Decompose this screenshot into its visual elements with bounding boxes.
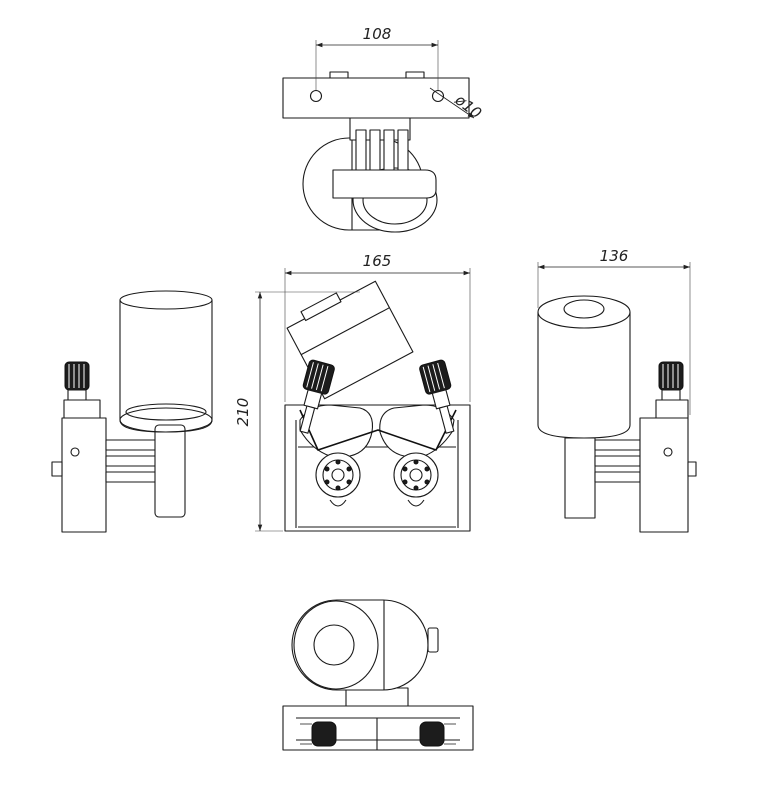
feed-roller-right xyxy=(393,452,439,507)
feed-roller-left xyxy=(315,452,361,507)
tension-knob-left xyxy=(299,359,335,434)
clamp-arm-left xyxy=(154,424,186,518)
dim-label-210: 210 xyxy=(234,398,252,427)
bottom-view xyxy=(282,599,474,751)
clamp-arm-right xyxy=(564,437,596,519)
knob-end-right xyxy=(419,721,445,747)
mount-hole-right xyxy=(431,89,445,103)
pressure-link xyxy=(299,409,457,451)
mount-hole-left xyxy=(309,89,323,103)
side-plate-left xyxy=(61,417,107,533)
dim-label-165: 165 xyxy=(363,252,392,270)
tilted-motor xyxy=(286,280,414,400)
tension-knob-right xyxy=(419,359,455,434)
knob-end-left xyxy=(311,721,337,747)
right-view: 136 xyxy=(537,247,697,533)
top-view: 108 ø10 xyxy=(282,25,485,233)
clamp-block xyxy=(332,169,437,199)
motor-housing-left xyxy=(119,407,213,433)
left-view xyxy=(51,290,213,533)
side-plate-right xyxy=(639,417,689,533)
dim-label-108: 108 xyxy=(363,25,392,43)
dim-leader-diameter xyxy=(429,87,475,119)
dim-label-136: 136 xyxy=(600,247,629,265)
front-view: 165 210 xyxy=(234,252,471,532)
